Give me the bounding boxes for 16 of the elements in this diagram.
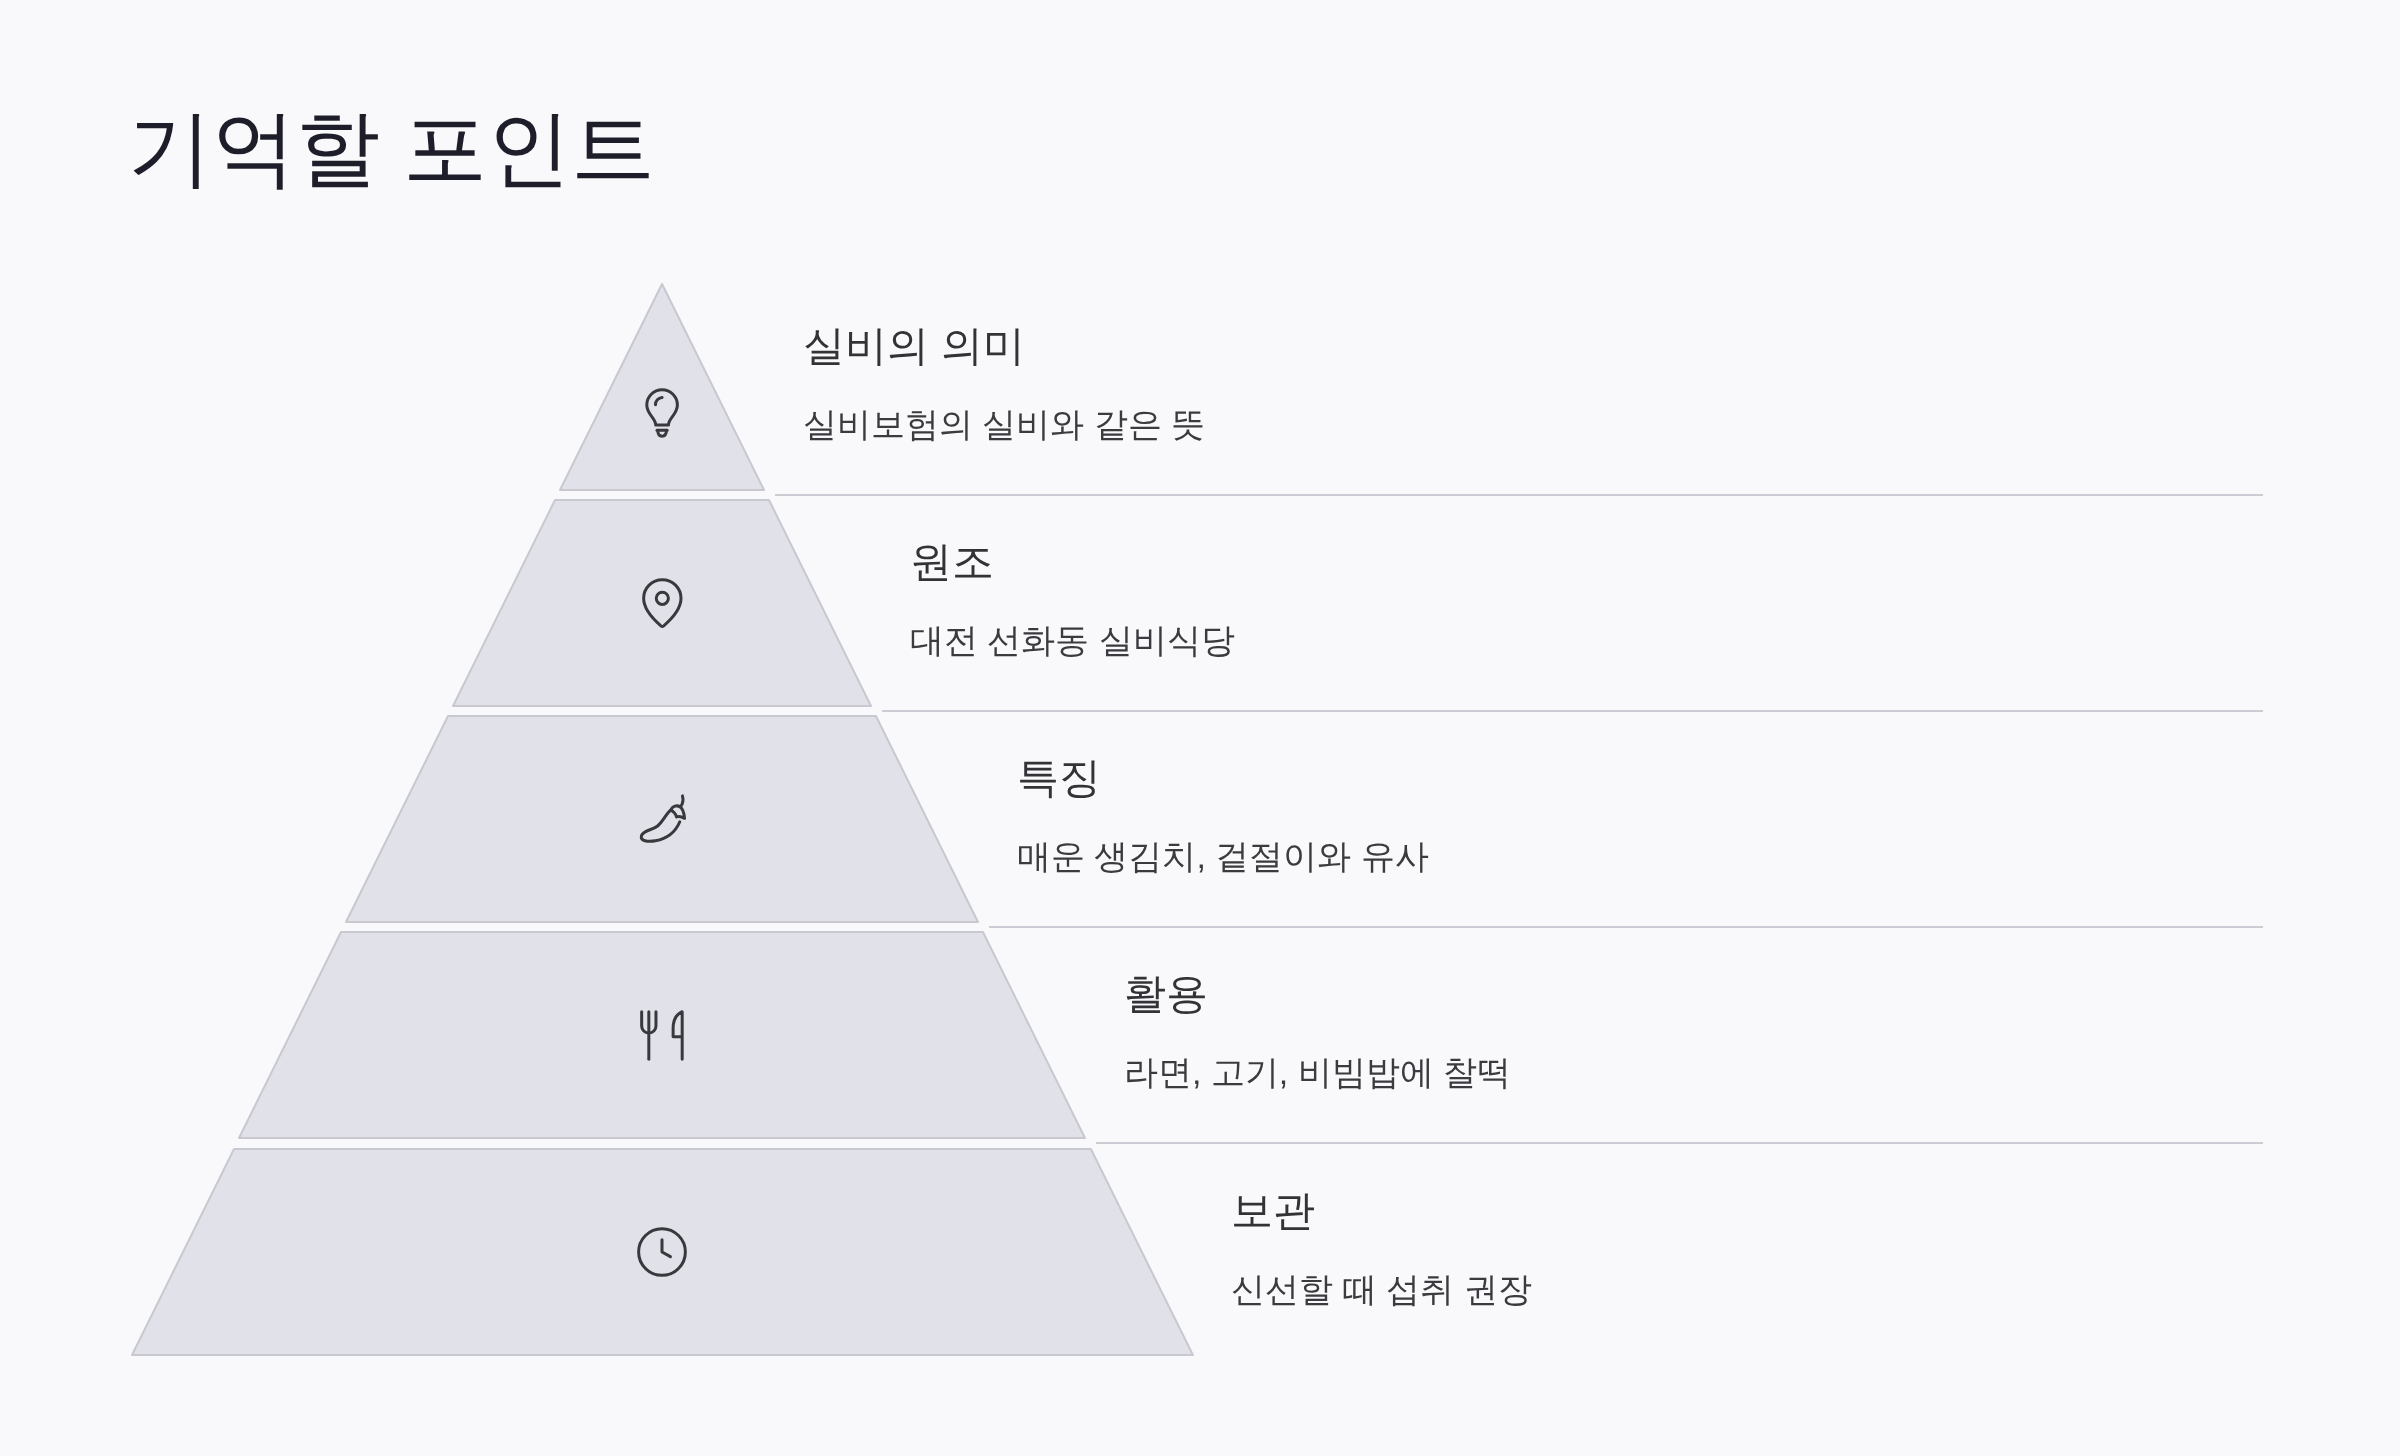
tier-description: 신선할 때 섭취 권장 xyxy=(1231,1269,1532,1310)
tier-heading: 활용 xyxy=(1123,969,1208,1019)
pyramid-tier xyxy=(452,499,872,707)
tier-heading: 보관 xyxy=(1231,1186,1316,1236)
pyramid-tier xyxy=(238,931,1086,1139)
title: 기억할 포인트 xyxy=(128,100,656,197)
pyramid-tier xyxy=(558,283,765,491)
pyramid-tier xyxy=(345,715,979,923)
tier-description: 라면, 고기, 비빔밥에 찰떡 xyxy=(1123,1052,1512,1093)
tier-heading: 실비의 의미 xyxy=(803,321,1025,371)
tier-description: 실비보험의 실비와 같은 뜻 xyxy=(803,404,1206,445)
tier-heading: 원조 xyxy=(910,537,994,587)
pyramid-tier xyxy=(130,1148,1194,1356)
tier-description: 매운 생김치, 겉절이와 유사 xyxy=(1017,836,1429,877)
tier-description: 대전 선화동 실비식당 xyxy=(910,620,1235,661)
tier-heading: 특징 xyxy=(1017,753,1101,803)
